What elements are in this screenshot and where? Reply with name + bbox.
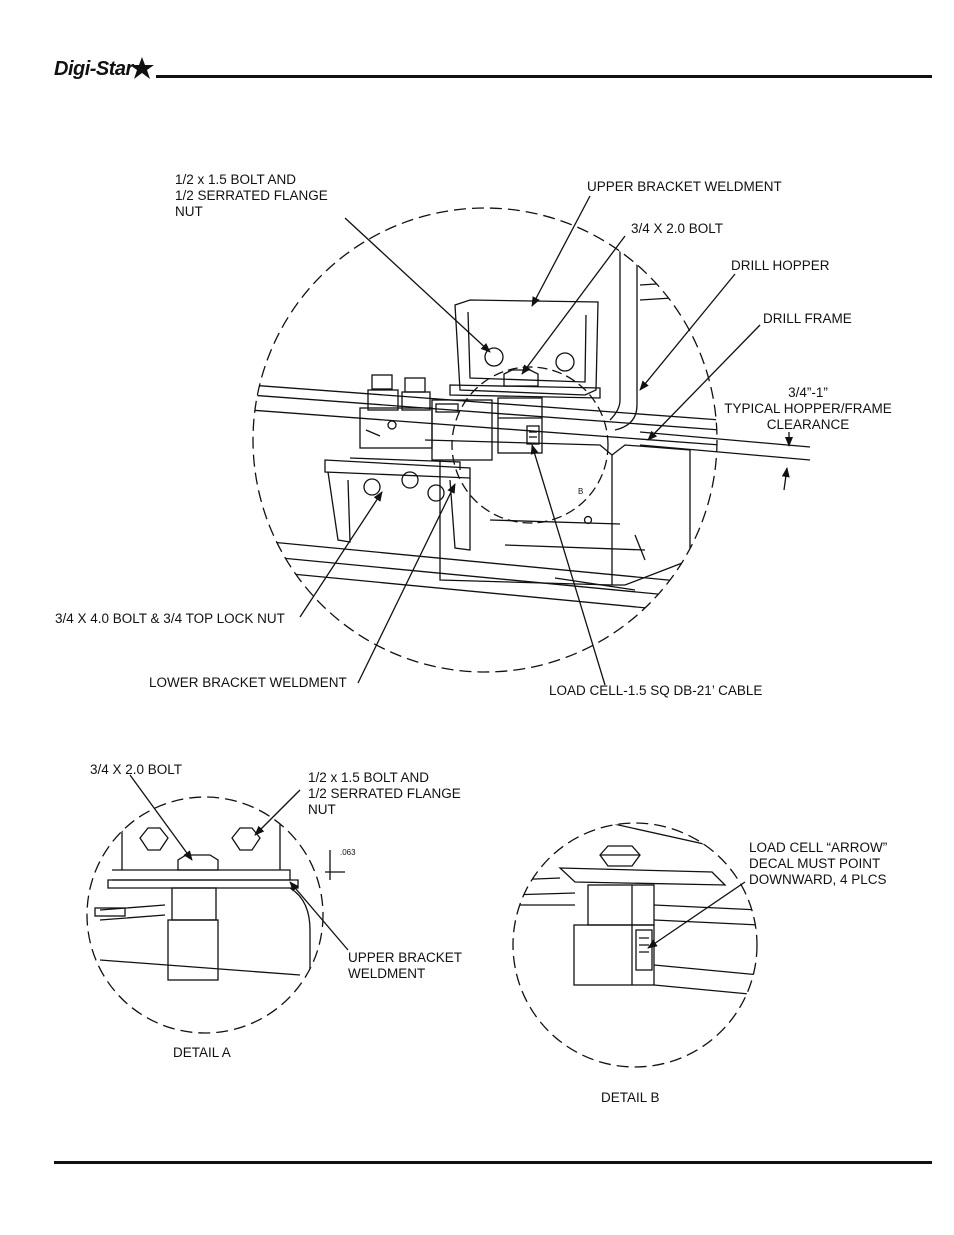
detail-a-view [86,774,349,1034]
logo-star-icon [130,57,154,79]
label-clearance: 3/4”-1” TYPICAL HOPPER/FRAME CLEARANCE [724,385,892,432]
header-rule [156,75,932,78]
detail-a-boundary [86,796,324,1034]
hydraulic-fittings [359,374,433,449]
load-cell [431,397,543,461]
lower-bracket-weldment [324,457,471,551]
detail-b-view [512,822,758,1068]
label-load-cell: LOAD CELL-1.5 SQ DB-21’ CABLE [549,683,763,698]
label-bolt-nut: 1/2 x 1.5 BOLT AND 1/2 SERRATED FLANGE N… [175,172,328,219]
main-view-boundary [252,207,718,673]
leader-lines [299,195,761,686]
upper-bracket-weldment [449,299,601,399]
main-view [252,195,811,686]
label-bolt-34-40: 3/4 X 4.0 BOLT & 3/4 TOP LOCK NUT [55,611,285,626]
detail-b-leader [647,881,746,949]
label-detail-b-marker: B [578,487,584,496]
label-drill-frame: DRILL FRAME [763,311,852,326]
detail-a-leaders [129,774,349,951]
frame-tab [424,439,691,591]
label-detail-a-title: DETAIL A [173,1045,231,1060]
drill-hopper [605,229,717,431]
label-drill-hopper: DRILL HOPPER [731,258,830,273]
label-a-bolt-nut: 1/2 x 1.5 BOLT AND 1/2 SERRATED FLANGE N… [308,770,461,817]
label-bolt-34-20: 3/4 X 2.0 BOLT [631,221,724,236]
clearance-dimension [639,431,811,491]
label-detail-b-title: DETAIL B [601,1090,660,1105]
frame-rails [253,384,717,616]
label-a-dimension: .063 [340,848,356,857]
footer-rule [54,1161,932,1164]
label-upper-bracket: UPPER BRACKET WELDMENT [587,179,782,194]
digi-star-logo: Digi-Star [54,58,133,80]
label-lower-bracket: LOWER BRACKET WELDMENT [149,675,347,690]
detail-b-boundary [512,822,758,1068]
label-a-bolt-34-20: 3/4 X 2.0 BOLT [90,762,183,777]
label-b-decal-note: LOAD CELL “ARROW” DECAL MUST POINT DOWNW… [749,840,888,887]
label-a-upper-bracket: UPPER BRACKET WELDMENT [348,950,463,981]
